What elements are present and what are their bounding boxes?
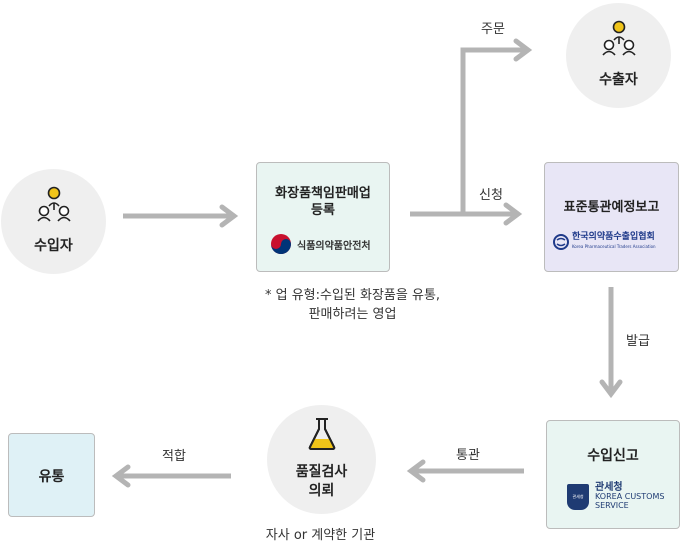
distribution-label: 유통 xyxy=(38,469,65,485)
import-declaration-node: 수입신고 관세청 관세청 KOREA CUSTOMS SERVICE xyxy=(546,420,680,529)
edge-label-clearance: 통관 xyxy=(456,448,480,463)
mfds-logo-text: 식품의약품안전처 xyxy=(297,240,371,252)
standard-report-label: 표준통관예정보고 xyxy=(563,200,660,215)
arrow-to-exporter xyxy=(460,47,524,214)
flask-icon xyxy=(308,418,336,450)
edge-label-apply: 신청 xyxy=(479,188,503,203)
registration-label: 화장품책임판매업 등록 xyxy=(257,185,389,219)
importer-node: 수입자 xyxy=(1,169,106,274)
import-declaration-label: 수입신고 xyxy=(587,448,639,464)
distribution-node: 유통 xyxy=(8,433,95,517)
edge-label-issue: 발급 xyxy=(626,334,650,349)
exporter-node: 수출자 xyxy=(566,3,671,108)
people-icon xyxy=(602,20,636,56)
kpta-logo-text-en: Korea Pharmaceutical Traders Association xyxy=(572,244,656,249)
kpta-logo: 한국의약품수출입협회 Korea Pharmaceutical Traders … xyxy=(553,233,656,251)
registration-label-line1: 화장품책임판매업 xyxy=(275,186,371,201)
business-type-note-line2: 판매하려는 영업 xyxy=(308,307,397,322)
importer-label: 수입자 xyxy=(34,238,73,254)
kpta-logo-text: 한국의약품수출입협회 xyxy=(572,232,655,242)
edge-label-pass: 적합 xyxy=(162,449,186,464)
registration-node: 화장품책임판매업 등록 식품의약품안전처 xyxy=(256,162,390,272)
customs-logo-text-en-2: SERVICE xyxy=(595,501,629,510)
people-icon xyxy=(37,186,71,222)
standard-report-node: 표준통관예정보고 한국의약품수출입협회 Korea Pharmaceutical… xyxy=(544,162,679,272)
business-type-note-line1: * 업 유형:수입된 화장품을 유통, xyxy=(264,288,441,303)
taegeuk-emblem-icon xyxy=(271,234,291,254)
registration-label-line2: 등록 xyxy=(311,203,335,218)
quality-inspection-label: 품질검사 의뢰 xyxy=(267,463,376,501)
quality-inspection-label-line1: 품질검사 xyxy=(295,464,348,480)
kpta-emblem-icon xyxy=(553,234,569,250)
business-type-note: * 업 유형:수입된 화장품을 유통, 판매하려는 영업 xyxy=(240,286,465,324)
edge-label-order: 주문 xyxy=(481,22,505,37)
customs-logo-text-en-1: KOREA CUSTOMS xyxy=(595,492,665,501)
customs-emblem-icon: 관세청 xyxy=(567,483,589,510)
customs-logo: 관세청 관세청 KOREA CUSTOMS SERVICE xyxy=(567,483,664,510)
customs-logo-text-ko: 관세청 xyxy=(595,482,623,493)
quality-inspection-node: 품질검사 의뢰 xyxy=(267,405,376,514)
exporter-label: 수출자 xyxy=(599,72,638,88)
quality-inspection-label-line2: 의뢰 xyxy=(308,483,335,499)
inspector-note: 자사 or 계약한 기관 xyxy=(265,528,376,543)
mfds-logo: 식품의약품안전처 xyxy=(270,233,371,255)
